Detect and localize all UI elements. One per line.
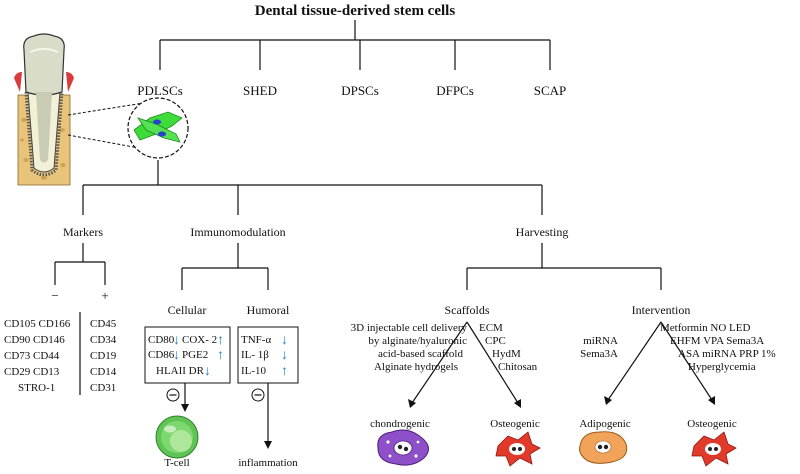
diagram-title: Dental tissue-derived stem cells [255,3,456,19]
scaffold-left-line: acid-based scaffold [378,348,464,360]
branch-tree [82,160,543,215]
cell-type-tree [159,20,551,70]
harvesting-tree [466,243,662,290]
down-arrow: ↓ [281,333,288,348]
humoral-il1b: IL- 1β [241,349,269,361]
cellular-cd86: CD86 [148,349,175,361]
osteocyte-icon [691,431,737,467]
marker-positive-symbol: + [101,288,108,303]
scaffold-left-text: 3D injectable cell delivery by alginate/… [351,322,468,373]
intervention-right-line: EHFM VPA Sema3A [670,335,764,347]
cellular-hlaii-dr: HLAII DR [156,365,205,377]
outcome-osteogenic-intervention: Osteogenic [687,418,737,430]
tooth-illustration [14,33,74,186]
intervention-left-line: miRNA [583,335,618,347]
negative-marker-row: CD29 CD13 [4,366,60,378]
pdlsc-cell-icon [127,97,189,159]
outcome-adipogenic: Adipogenic [579,418,630,430]
outcome-osteogenic-scaffold: Osteogenic [490,418,540,430]
positive-marker-row: CD14 [90,366,117,378]
scaffold-left-line: Alginate hydrogels [374,361,458,373]
positive-marker-row: CD19 [90,350,117,362]
negative-marker-row: CD105 CD166 [4,318,71,330]
osteocyte-icon [495,431,541,467]
intervention-left-line: Sema3A [580,348,618,360]
negative-marker-row: STRO-1 [18,382,55,394]
outcome-chondrogenic: chondrogenic [370,418,430,430]
up-arrow: ↑ [217,333,224,348]
cell-type-dpscs: DPSCs [341,83,379,98]
scaffolds-label: Scaffolds [444,303,489,317]
positive-marker-list: CD45 CD34 CD19 CD14 CD31 [90,318,117,394]
markers-tree [54,243,106,395]
cellular-cox2: COX- 2 [182,334,217,346]
scaffold-left-line: by alginate/hyaluronic [368,335,467,347]
zoom-line-bottom [67,134,151,151]
cell-type-shed: SHED [243,83,277,98]
cell-type-scap: SCAP [534,83,567,98]
intervention-arrows [604,321,715,405]
scaffold-right-text: ECM CPC HydM Chitosan [479,322,538,373]
cellular-inhibit-arrow [166,383,189,412]
scaffold-left-line: 3D injectable cell delivery [351,322,468,334]
down-arrow: ↓ [204,364,211,379]
cellular-rows: CD80 ↓ COX- 2 ↑ CD86 ↓ PGE2 ↑ HLAII DR ↓ [148,333,224,379]
down-arrow: ↓ [173,333,180,348]
intervention-label: Intervention [632,303,691,317]
intervention-right-line: ASA miRNA PRP 1% [678,348,776,360]
branch-markers: Markers [63,225,103,239]
immuno-tree [181,243,269,290]
branch-harvesting: Harvesting [516,225,569,239]
t-cell-icon [155,415,199,459]
positive-marker-row: CD31 [90,382,116,394]
scaffold-right-line: CPC [485,335,506,347]
chondrocyte-icon [377,429,429,466]
scaffold-right-line: HydM [492,348,521,360]
up-arrow: ↑ [217,348,224,363]
humoral-il10: IL-10 [241,365,267,377]
scaffold-right-line: ECM [479,322,503,334]
adipocyte-icon [579,431,628,464]
cellular-cd80: CD80 [148,334,175,346]
cellular-box [144,326,231,384]
scaffold-right-line: Chitosan [498,361,538,373]
up-arrow: ↑ [281,364,288,379]
humoral-inhibit-arrow [251,383,272,449]
down-arrow: ↓ [173,348,180,363]
cellular-label: Cellular [168,303,207,317]
cellular-pge2: PGE2 [182,349,208,361]
positive-marker-row: CD45 [90,318,117,330]
zoom-line-top [67,101,151,116]
humoral-tnf-alpha: TNF-α [241,334,271,346]
negative-marker-row: CD73 CD44 [4,350,60,362]
t-cell-label: T-cell [164,457,189,469]
branch-immunomodulation: Immunomodulation [190,225,285,239]
negative-marker-row: CD90 CD146 [4,334,65,346]
intervention-right-line: Metformin NO LED [660,322,750,334]
positive-marker-row: CD34 [90,334,117,346]
cell-type-dfpcs: DFPCs [436,83,474,98]
negative-marker-list: CD105 CD166 CD90 CD146 CD73 CD44 CD29 CD… [4,318,71,394]
marker-negative-symbol: − [51,288,58,303]
intervention-right-line: Hyperglycemia [688,361,756,373]
inflammation-label: inflammation [238,457,298,469]
scaffold-arrows [408,321,521,408]
intervention-left-text: miRNA Sema3A [580,335,618,360]
intervention-right-text: Metformin NO LED EHFM VPA Sema3A ASA miR… [660,322,776,373]
humoral-rows: TNF-α ↓ IL- 1β ↓ IL-10 ↑ [241,333,288,379]
down-arrow: ↓ [281,348,288,363]
humoral-label: Humoral [247,303,290,317]
cell-type-pdlscs: PDLSCs [137,83,183,98]
